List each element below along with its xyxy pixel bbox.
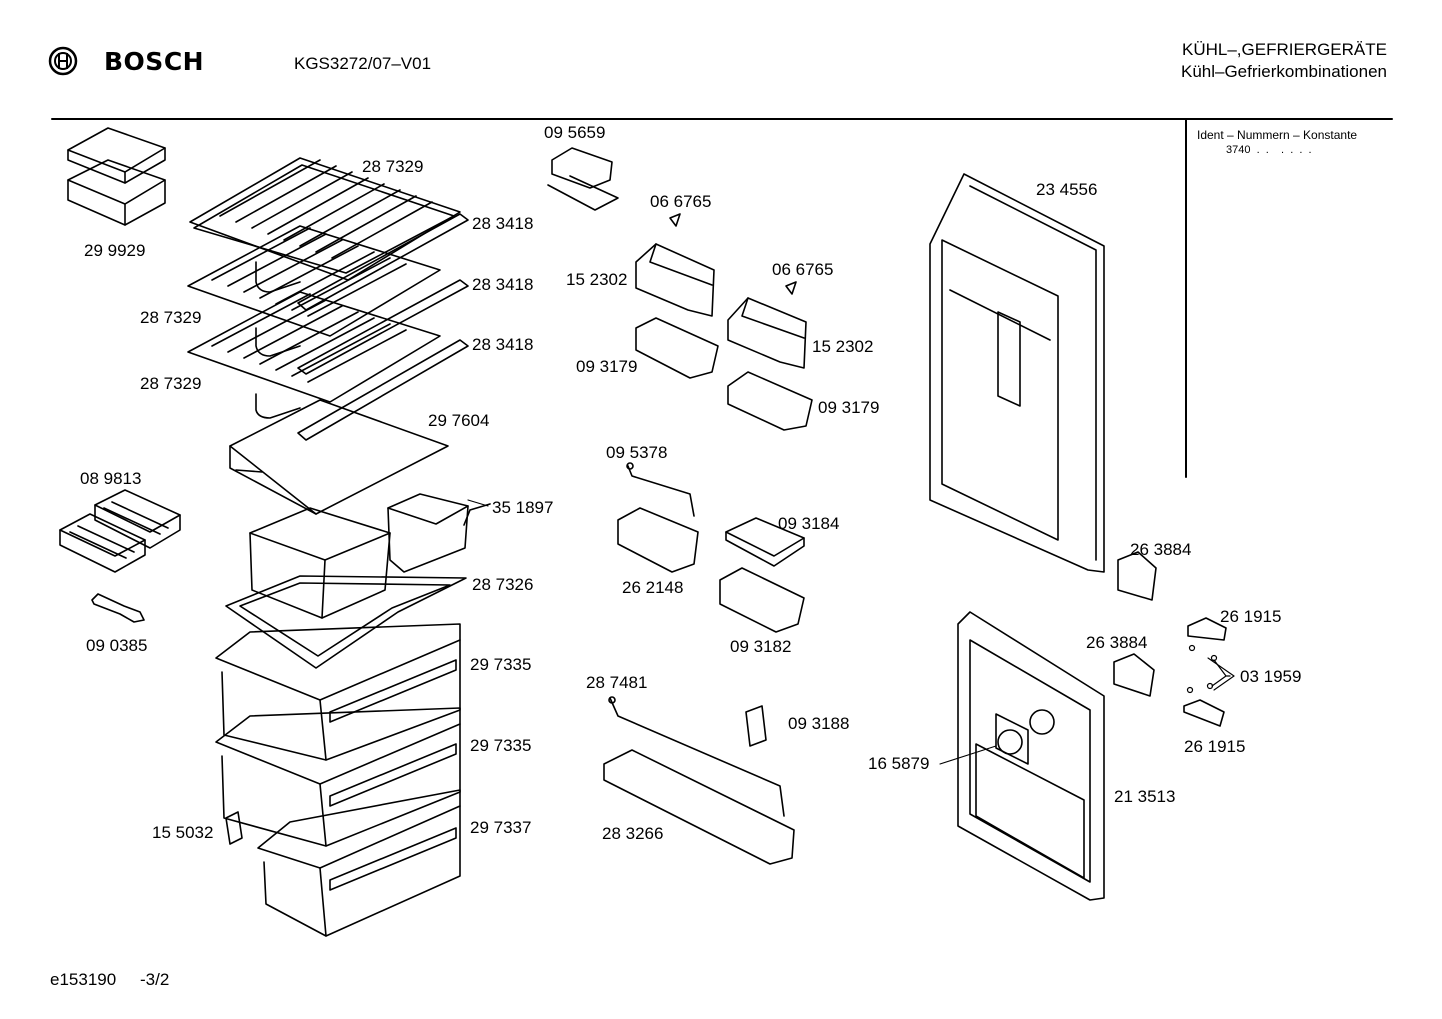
page-number: -3/2 <box>140 970 170 989</box>
part-screw-1 <box>670 214 680 226</box>
part-drawer-cover-frame <box>226 576 466 668</box>
part-wire-shelf-lower <box>188 292 440 418</box>
part-label: 28 3418 <box>472 275 534 294</box>
model-number: KGS3272/07–V01 <box>294 54 432 73</box>
part-label: 15 5032 <box>152 823 214 842</box>
part-door-box-2 <box>728 372 812 430</box>
part-door-box-1 <box>636 318 718 378</box>
part-label: 15 2302 <box>812 337 874 356</box>
part-label: 26 3884 <box>1086 633 1148 652</box>
part-fridge-door <box>958 612 1104 900</box>
leader-lines <box>468 500 1234 764</box>
part-label: 29 9929 <box>84 241 146 260</box>
part-hinge-1 <box>1188 618 1226 640</box>
bosch-logo <box>46 44 80 83</box>
part-label: 09 5378 <box>606 443 668 462</box>
part-egg-tray <box>726 518 804 566</box>
part-wire-rail-large <box>609 697 784 816</box>
part-wire-shelf-middle <box>188 226 440 356</box>
part-hinge-cover-2 <box>1114 654 1154 696</box>
part-wire-shelf-top <box>190 158 460 292</box>
part-label: 06 6765 <box>650 192 712 211</box>
part-label: 26 2148 <box>622 578 684 597</box>
part-label: 29 7335 <box>470 655 532 674</box>
part-label: 35 1897 <box>492 498 554 517</box>
part-label: 26 3884 <box>1130 540 1192 559</box>
part-label: 09 3188 <box>788 714 850 733</box>
part-label: 29 7337 <box>470 818 532 837</box>
part-door-box-4 <box>720 568 804 632</box>
part-shelf-trim-3 <box>298 340 468 440</box>
part-bottle-shelf <box>604 750 794 864</box>
ident-title: Ident – Nummern – Konstante <box>1197 128 1358 142</box>
part-label: 28 3418 <box>472 335 534 354</box>
part-label: 28 7481 <box>586 673 648 692</box>
part-label: 21 3513 <box>1114 787 1176 806</box>
part-label: 09 3179 <box>818 398 880 417</box>
part-label: 09 0385 <box>86 636 148 655</box>
part-ice-scraper <box>92 594 144 622</box>
part-label: 28 7329 <box>140 308 202 327</box>
part-label: 26 1915 <box>1220 607 1282 626</box>
part-label: 23 4556 <box>1036 180 1098 199</box>
category-title: KÜHL–,GEFRIERGERÄTE <box>1182 40 1387 59</box>
part-label: 28 7329 <box>362 157 424 176</box>
part-hinge-cover-1 <box>1118 552 1156 600</box>
part-label: 26 1915 <box>1184 737 1246 756</box>
part-door-box-lid-1 <box>636 244 714 316</box>
part-label: 28 7326 <box>472 575 534 594</box>
part-label: 28 3266 <box>602 824 664 843</box>
part-label: 16 5879 <box>868 754 930 773</box>
part-butter-lid <box>548 148 618 210</box>
part-clip <box>226 812 242 844</box>
part-box-with-lid <box>68 128 165 225</box>
ident-value: 3740 . . . . . . <box>1226 144 1312 156</box>
part-drawer-3 <box>258 790 460 936</box>
part-label: 09 5659 <box>544 123 606 142</box>
part-label: 09 3184 <box>778 514 840 533</box>
part-hinge-2 <box>1184 700 1224 726</box>
part-label: 09 3179 <box>576 357 638 376</box>
part-label: 29 7604 <box>428 411 490 430</box>
part-wire-rail-small <box>627 463 694 516</box>
part-label: 28 3418 <box>472 214 534 233</box>
bosch-armature-icon <box>48 46 78 76</box>
part-freezer-door <box>930 174 1104 572</box>
part-holder <box>746 706 766 746</box>
part-label: 03 1959 <box>1240 667 1302 686</box>
part-drawer-1 <box>216 624 460 760</box>
part-small-drawers <box>250 494 490 618</box>
part-label: 28 7329 <box>140 374 202 393</box>
part-label: 08 9813 <box>80 469 142 488</box>
part-label: 29 7335 <box>470 736 532 755</box>
part-drawer-2 <box>216 708 460 846</box>
part-door-box-3 <box>618 508 698 572</box>
part-glass-shelf <box>230 400 448 514</box>
drawing-id: e153190 <box>50 970 117 989</box>
part-shelf-trim-2 <box>298 280 468 374</box>
part-ice-trays <box>60 490 180 572</box>
part-label: 06 6765 <box>772 260 834 279</box>
part-label: 15 2302 <box>566 270 628 289</box>
part-shelf-trim-1 <box>298 214 468 310</box>
part-screw-2 <box>786 282 796 294</box>
part-label: 09 3182 <box>730 637 792 656</box>
part-door-box-lid-2 <box>728 298 806 368</box>
category-subtitle: Kühl–Gefrierkombinationen <box>1180 62 1387 81</box>
brand-name: BOSCH <box>104 47 205 76</box>
